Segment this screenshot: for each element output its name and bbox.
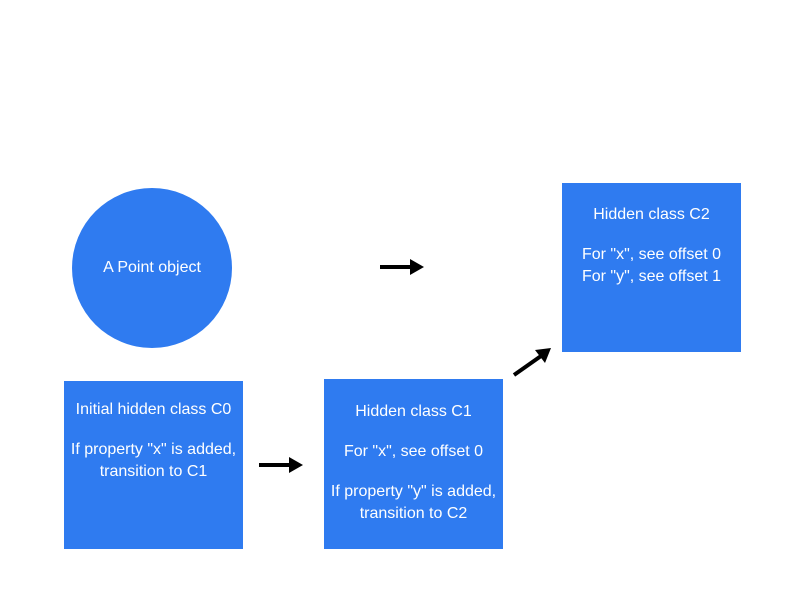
c0-rule-line1: If property "x" is added,: [70, 441, 237, 458]
hidden-class-c1-node: Hidden class C1 For "x", see offset 0 If…: [324, 379, 503, 549]
point-object-node: A Point object: [72, 188, 232, 348]
c2-offset-y: For "y", see offset 1: [581, 268, 722, 285]
c2-title: Hidden class C2: [593, 206, 710, 223]
c0-rule-line2: transition to C1: [99, 463, 208, 480]
c1-rule-line1: If property "y" is added,: [330, 483, 497, 500]
hidden-class-c0-node: Initial hidden class C0 If property "x" …: [64, 381, 243, 549]
arrow-c0-to-c1-icon: [259, 457, 303, 473]
c1-rule-line2: transition to C2: [359, 505, 468, 522]
point-object-label: A Point object: [103, 259, 201, 276]
c1-title: Hidden class C1: [355, 403, 472, 420]
arrow-c1-to-c2-icon: [512, 348, 551, 377]
arrow-top-right-icon: [380, 259, 424, 275]
c0-title: Initial hidden class C0: [75, 401, 232, 418]
c2-offset-x: For "x", see offset 0: [581, 246, 722, 263]
hidden-class-c2-node: Hidden class C2 For "x", see offset 0 Fo…: [562, 183, 741, 352]
c1-offset-x: For "x", see offset 0: [343, 443, 484, 460]
